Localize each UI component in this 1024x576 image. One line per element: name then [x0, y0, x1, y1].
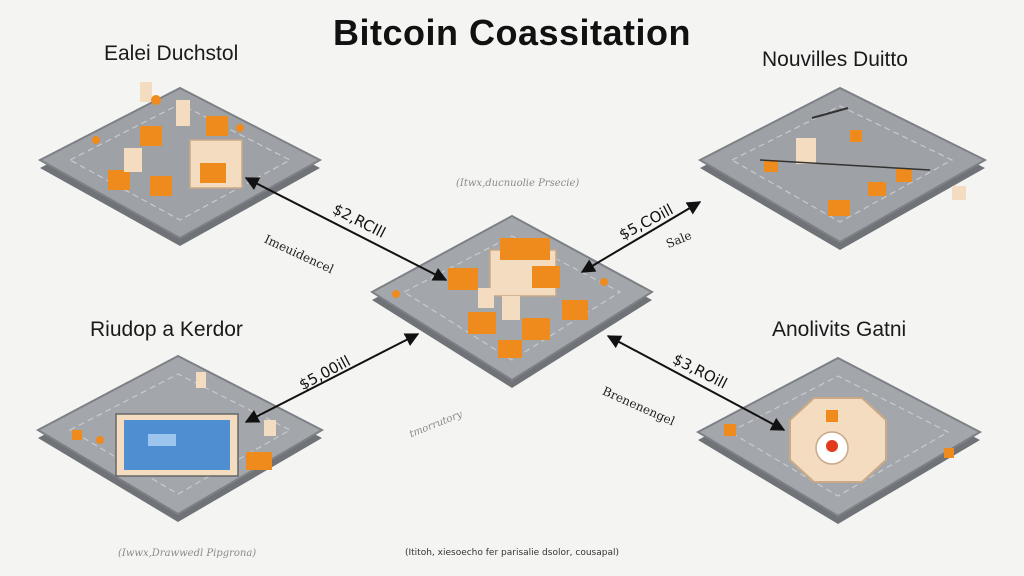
- tower-block: [176, 100, 190, 126]
- orange-tile: [562, 300, 588, 320]
- node-label-bottom-left: Riudop a Kerdor: [90, 318, 243, 341]
- arrow-top-right: [580, 201, 702, 273]
- orange-tile: [108, 170, 130, 190]
- arrow-bottom-left: [244, 333, 420, 423]
- node-label-bottom-right: Anolivits Gatni: [772, 318, 907, 341]
- orange-tile: [498, 340, 522, 358]
- orange-tile: [246, 452, 272, 470]
- orange-tile: [206, 116, 228, 136]
- red-core: [826, 440, 838, 452]
- platform-top-right: [697, 86, 988, 250]
- arrow-top-left: [244, 177, 448, 281]
- edge-arrows: [244, 177, 786, 431]
- orange-tile: [532, 266, 560, 288]
- orange-tile: [522, 318, 550, 340]
- arrow-bottom-right: [606, 335, 786, 431]
- diagram-title: Bitcoin Coassitation: [332, 12, 692, 53]
- orange-tile: [448, 268, 478, 290]
- orange-tile: [500, 238, 550, 260]
- orange-tile: [150, 176, 172, 196]
- tower-block: [124, 148, 142, 172]
- node-label-top-right: Nouvilles Duitto: [762, 48, 908, 71]
- orange-tile: [896, 168, 912, 182]
- orange-tile: [828, 200, 850, 216]
- platform-top-left: [37, 82, 323, 246]
- caption-bottom-left: (Iwwx,Drawwedl Pipgrona): [118, 548, 257, 559]
- orange-tile: [850, 130, 862, 142]
- orange-tile: [200, 163, 226, 183]
- platform-bottom-right: [695, 356, 983, 524]
- platform-center: [370, 214, 654, 388]
- caption-center-top: (Itwx,ducnuolie Prsecie): [456, 178, 580, 189]
- footer-note: (Ititoh, xiesoecho fer parisalie dsolor,…: [404, 548, 619, 558]
- tower-block: [140, 82, 152, 102]
- screen-display: [124, 420, 230, 470]
- orange-tile: [764, 160, 778, 172]
- tower-block: [796, 138, 816, 164]
- node-label-top-left: Ealei Duchstol: [104, 42, 239, 65]
- orange-tile: [868, 182, 886, 196]
- orange-tile: [140, 126, 162, 146]
- orange-tile: [468, 312, 496, 334]
- platform-bottom-left: [35, 354, 325, 522]
